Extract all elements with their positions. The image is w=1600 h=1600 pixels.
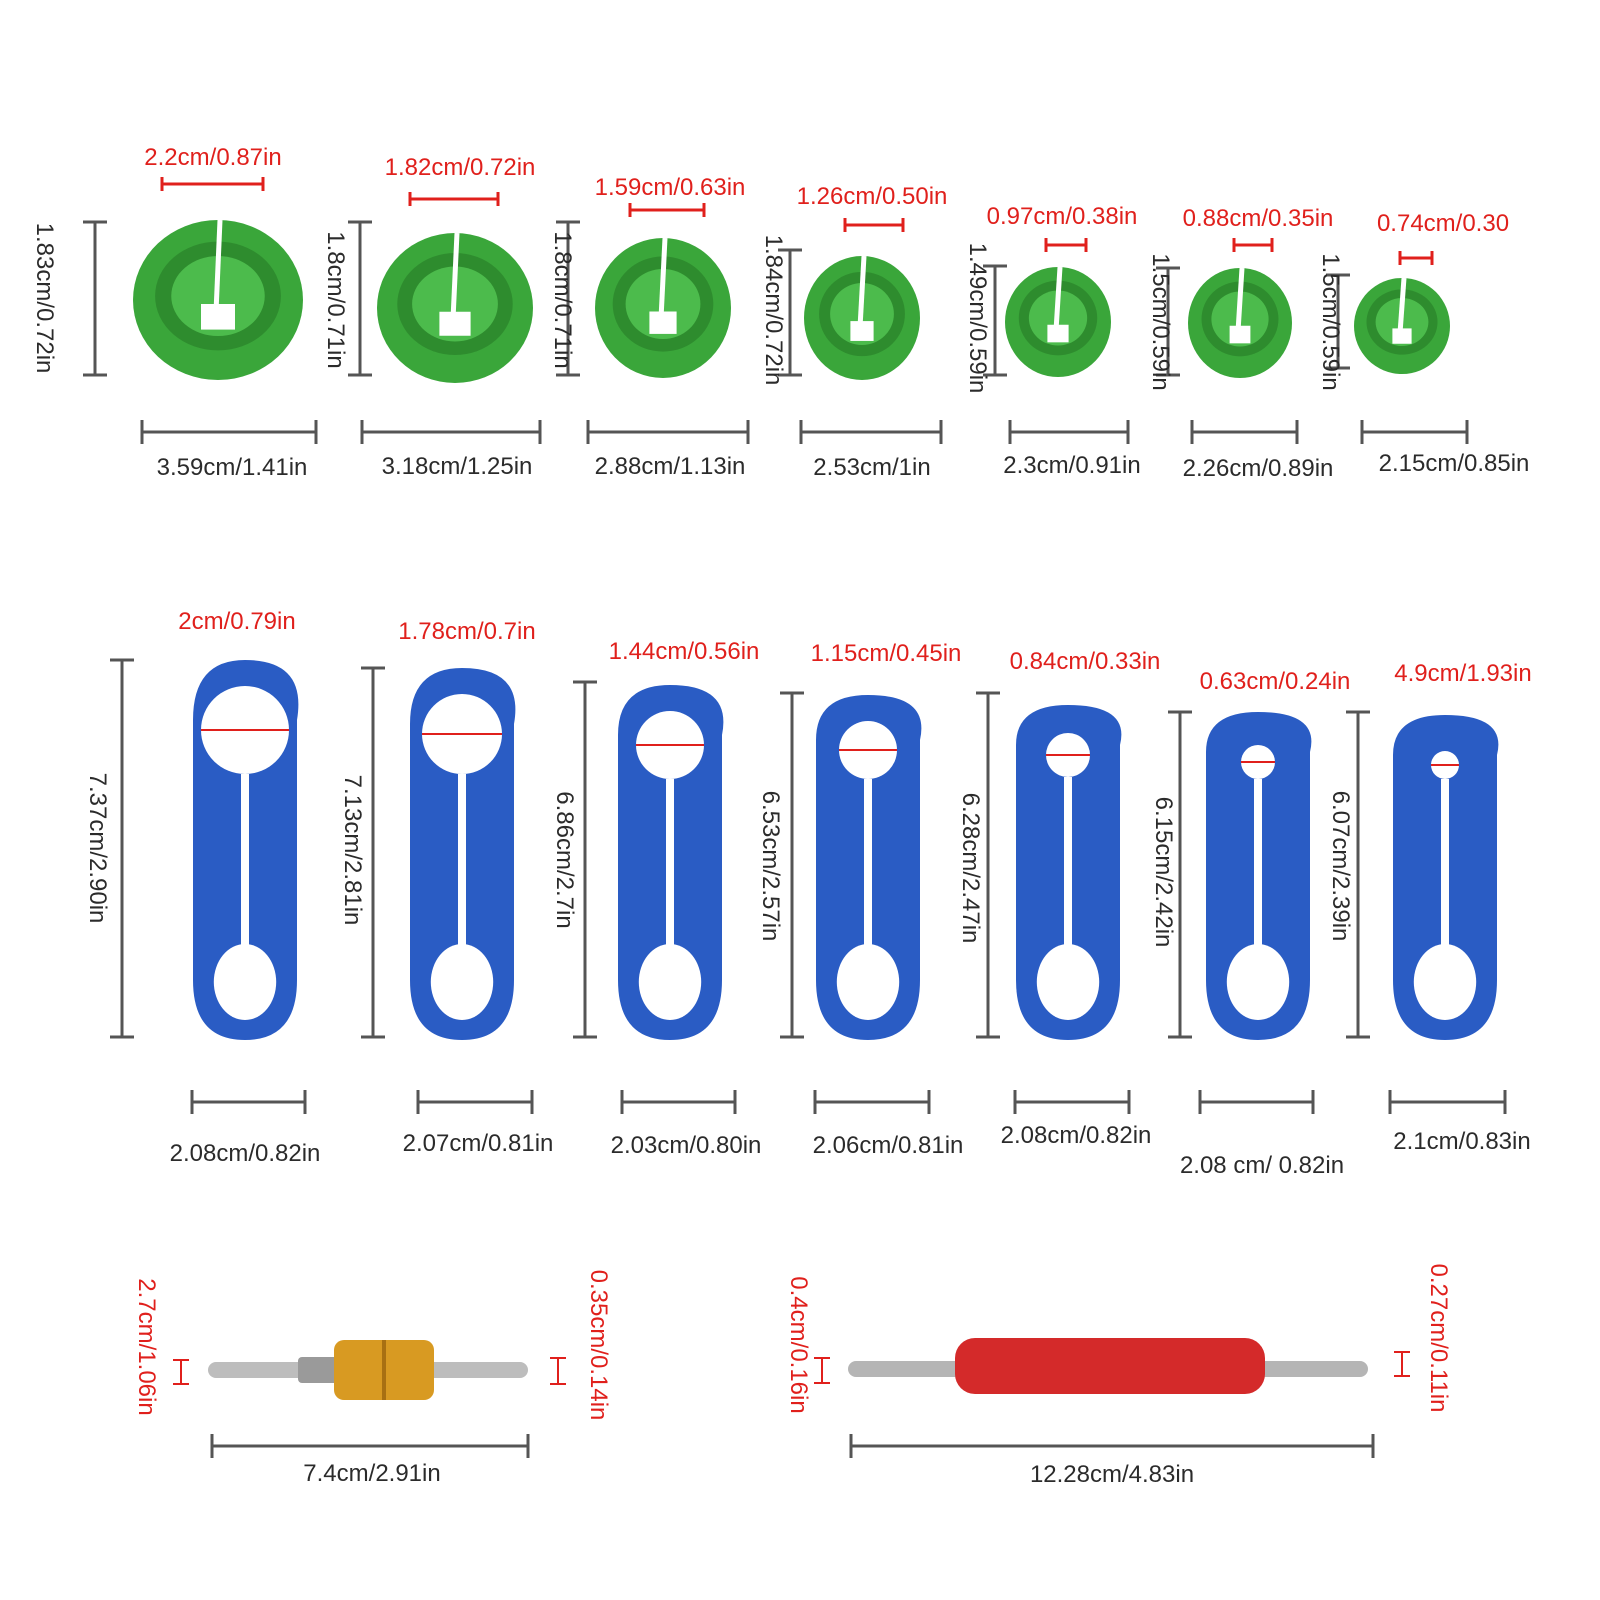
valve-tool-left-tip-label: 0.4cm/0.16in [785, 1276, 812, 1414]
core-tool-right-tip-label: 0.35cm/0.14in [585, 1269, 612, 1421]
tool-4-inner-label: 1.15cm/0.45in [810, 640, 962, 667]
ring-3-width-label: 2.88cm/1.13in [594, 453, 746, 480]
tool-4-length-label: 6.53cm/2.57in [757, 790, 784, 942]
ring-4-slit [857, 255, 867, 328]
tool-7-bottom-hole [1413, 944, 1477, 1020]
tool-4-width-label: 2.06cm/0.81in [812, 1132, 964, 1159]
ring-1-inner-label: 2.2cm/0.87in [144, 144, 282, 171]
tool-5-bottom-hole [1036, 944, 1100, 1020]
ring-5-inner-label: 0.97cm/0.38in [986, 203, 1138, 230]
tool-2-inner-label: 1.78cm/0.7in [398, 618, 536, 645]
ring-1-slit [213, 219, 223, 313]
ring-6-notch [1229, 325, 1251, 344]
ring-1-height-label: 1.83cm/0.72in [31, 222, 58, 374]
tool-6-bottom-hole [1226, 944, 1290, 1020]
tool-3-length-label: 6.86cm/2.7in [551, 791, 578, 929]
tool-5-inner-label: 0.84cm/0.33in [1009, 648, 1161, 675]
valve-tool-handle [955, 1338, 1265, 1394]
tool-6-inner-label: 0.63cm/0.24in [1199, 668, 1351, 695]
valve-tool-length-label: 12.28cm/4.83in [1029, 1461, 1195, 1488]
tool-1-width-label: 2.08cm/0.82in [169, 1140, 321, 1167]
tool-2-bottom-hole [430, 944, 494, 1020]
ring-2-height-label: 1.8cm/0.71in [322, 231, 349, 369]
ring-4-height-label: 1.84cm/0.72in [760, 234, 787, 386]
tool-6-length-label: 6.15cm/2.42in [1150, 796, 1177, 948]
ring-5-notch [1047, 324, 1069, 343]
tool-1-length-label: 7.37cm/2.90in [84, 772, 111, 924]
ring-7-inner-label: 0.74cm/0.30 [1376, 210, 1510, 237]
ring-3-inner-label: 1.59cm/0.63in [594, 174, 746, 201]
tool-3-bottom-hole [638, 944, 702, 1020]
core-tool-left-tip-label: 2.7cm/1.06in [133, 1278, 160, 1416]
tool-3-width-label: 2.03cm/0.80in [610, 1132, 762, 1159]
core-tool-collar [298, 1357, 338, 1383]
tool-7-length-label: 6.07cm/2.39in [1327, 790, 1354, 942]
tool-7-inner-label: 4.9cm/1.93in [1394, 660, 1532, 687]
tool-3-inner-label: 1.44cm/0.56in [608, 638, 760, 665]
ring-6-height-label: 1.5cm/0.59in [1147, 253, 1174, 391]
ring-7-notch [1392, 328, 1412, 344]
ring-6-inner-label: 0.88cm/0.35in [1182, 205, 1334, 232]
ring-4-inner-label: 1.26cm/0.50in [796, 183, 948, 210]
tool-2-width-label: 2.07cm/0.81in [402, 1130, 554, 1157]
tool-5-length-label: 6.28cm/2.47in [957, 792, 984, 944]
ring-3-notch [649, 311, 677, 334]
ring-2-width-label: 3.18cm/1.25in [381, 453, 533, 480]
ring-6-slit [1235, 267, 1245, 332]
ring-4-width-label: 2.53cm/1in [813, 454, 931, 481]
ring-5-width-label: 2.3cm/0.91in [1003, 452, 1141, 479]
tool-2-length-label: 7.13cm/2.81in [339, 774, 366, 926]
ring-5-slit [1053, 266, 1063, 331]
tool-5-width-label: 2.08cm/0.82in [1000, 1122, 1152, 1149]
tool-6-width-label: 2.08 cm/ 0.82in [1179, 1152, 1345, 1179]
ring-5-height-label: 1.49cm/0.59in [964, 242, 991, 394]
ring-6-width-label: 2.26cm/0.89in [1182, 455, 1334, 482]
ring-7-slit [1397, 277, 1407, 334]
ring-3-height-label: 1.8cm/0.71in [549, 231, 576, 369]
ring-2-slit [450, 232, 460, 320]
ring-7-width-label: 2.15cm/0.85in [1378, 450, 1530, 477]
tool-1-bottom-hole [213, 944, 277, 1020]
ring-4-notch [850, 321, 874, 341]
tool-7-width-label: 2.1cm/0.83in [1393, 1128, 1531, 1155]
ring-1-width-label: 3.59cm/1.41in [156, 454, 308, 481]
ring-3-slit [658, 237, 668, 319]
tool-1-inner-label: 2cm/0.79in [178, 608, 296, 635]
ring-7-height-label: 1.5cm/0.59in [1317, 253, 1344, 391]
core-tool-length-label: 7.4cm/2.91in [303, 1460, 441, 1487]
tool-4-bottom-hole [836, 944, 900, 1020]
ring-2-inner-label: 1.82cm/0.72in [384, 154, 536, 181]
valve-tool-right-tip-label: 0.27cm/0.11in [1425, 1263, 1452, 1413]
